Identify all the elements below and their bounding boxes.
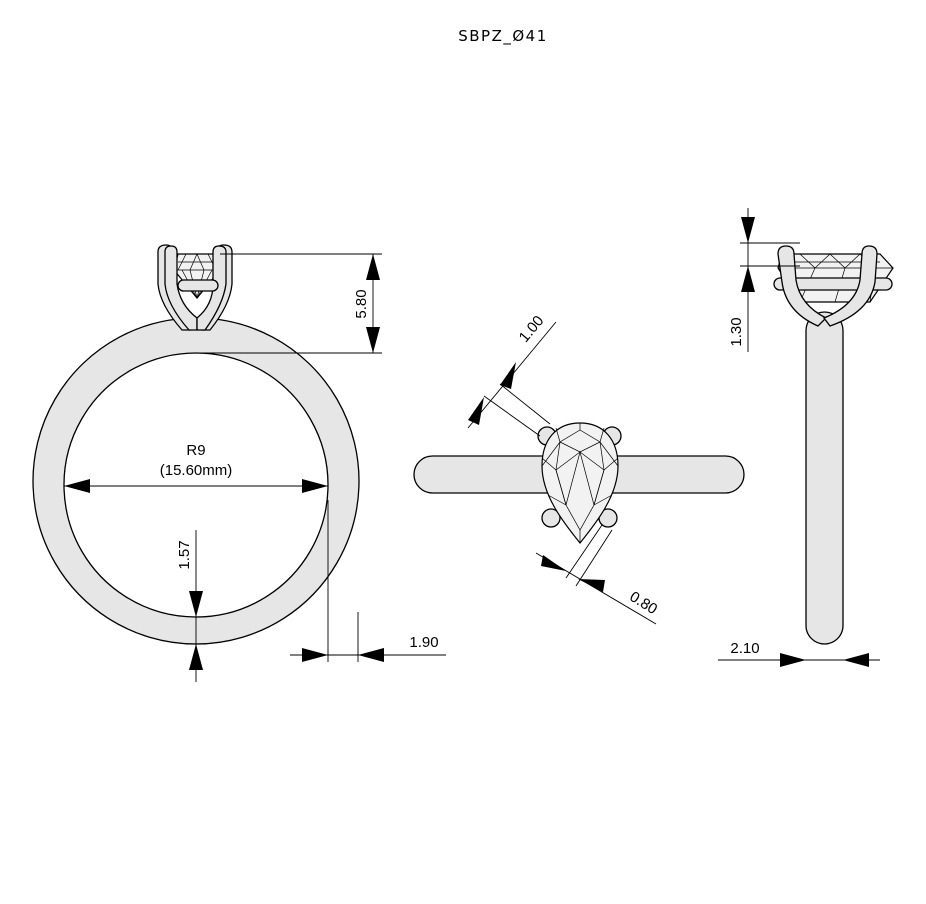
dim-head-height-label: 5.80 xyxy=(353,289,370,318)
side-view: 1.30 2.10 xyxy=(718,208,894,667)
front-view: 5.80 R9 (15.60mm) 1.57 1.90 xyxy=(32,244,446,682)
pear-stone xyxy=(541,422,619,544)
dim-prong-width: 1.00 xyxy=(467,312,557,437)
dim-side-shank-width: 2.10 xyxy=(718,640,880,667)
dim-stone-height-label: 1.30 xyxy=(728,317,745,346)
dim-shank-width-label: 1.90 xyxy=(409,634,438,651)
dim-prong-gap-label: 0.80 xyxy=(626,588,660,618)
drawing-title: SBPZ_Ø41 xyxy=(458,27,548,46)
dim-head-height: 5.80 xyxy=(200,253,382,354)
dim-stone-height: 1.30 xyxy=(728,208,800,352)
dim-shank-thickness-label: 1.57 xyxy=(176,540,193,569)
top-view: 1.00 0.80 xyxy=(413,312,745,625)
ring-size-label: R9 xyxy=(186,442,205,459)
dim-prong-gap: 0.80 xyxy=(535,524,660,625)
inner-diameter-label: (15.60mm) xyxy=(160,462,233,479)
dim-shank-thickness: 1.57 xyxy=(176,530,203,682)
ring-band xyxy=(32,317,360,645)
dim-prong-width-label: 1.00 xyxy=(516,312,548,345)
prongs-front xyxy=(157,244,233,331)
dim-inner-diameter: R9 (15.60mm) xyxy=(64,442,328,493)
side-shank xyxy=(805,311,844,645)
dim-shank-width: 1.90 xyxy=(290,500,446,662)
dim-side-shank-width-label: 2.10 xyxy=(730,640,759,657)
